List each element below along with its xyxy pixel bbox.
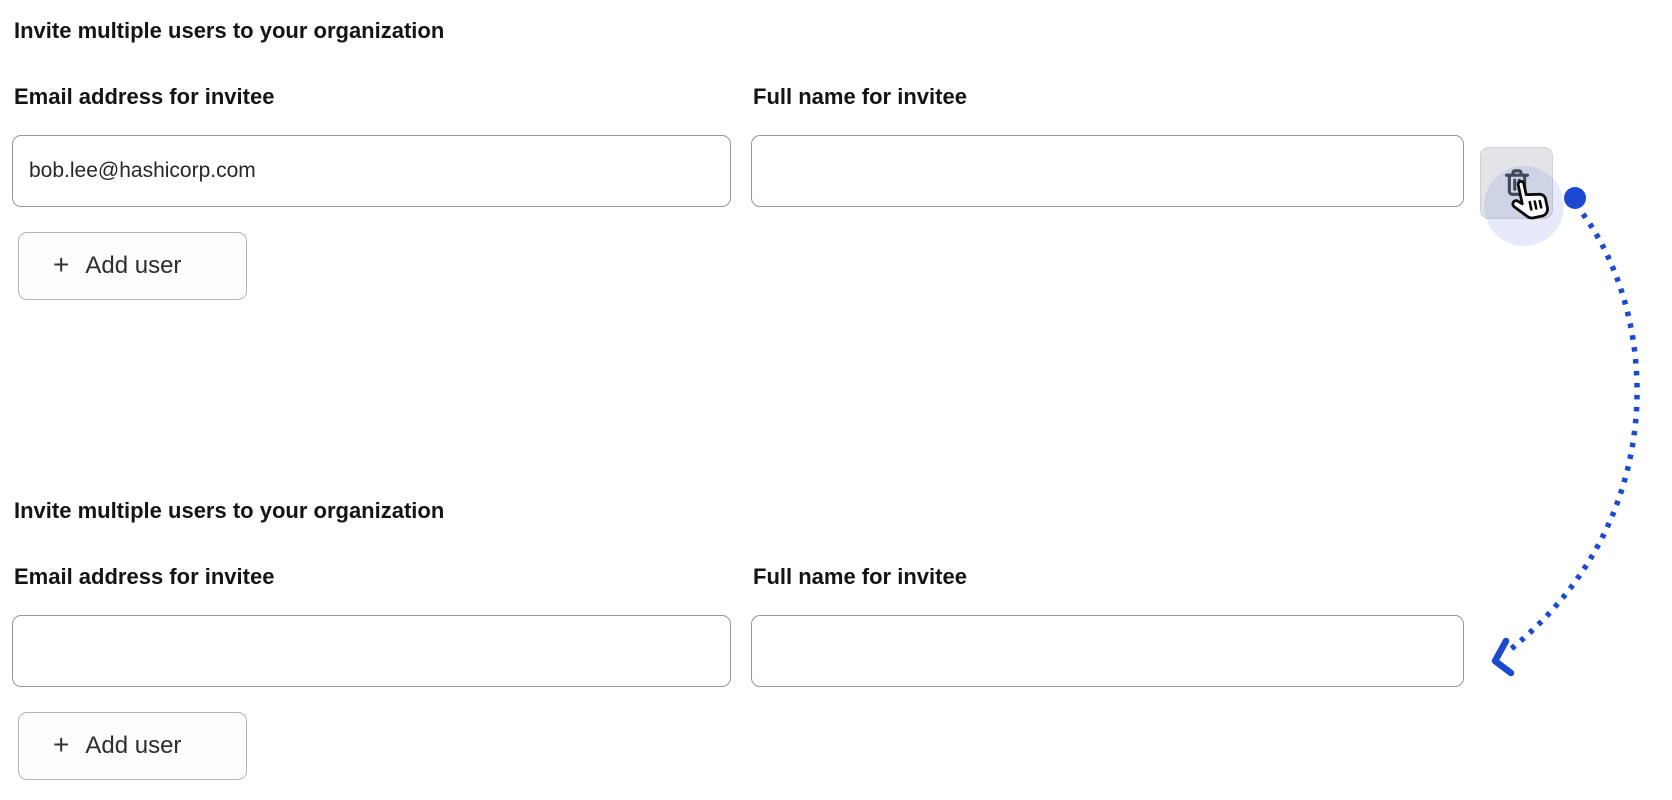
- trash-icon: [1504, 169, 1529, 196]
- email-field-group: Email address for invitee: [12, 564, 731, 687]
- fullname-field-label: Full name for invitee: [753, 564, 967, 589]
- invitee-fields-row: Email address for invitee Full name for …: [12, 84, 1572, 219]
- add-user-button[interactable]: + Add user: [18, 712, 247, 780]
- plus-icon: +: [53, 729, 70, 760]
- email-field-group: Email address for invitee: [12, 84, 731, 207]
- add-user-button-label: Add user: [85, 252, 182, 279]
- plus-icon: +: [53, 249, 70, 280]
- invitee-fields-row: Email address for invitee Full name for …: [12, 564, 1572, 687]
- add-user-button-label: Add user: [85, 732, 182, 759]
- email-input[interactable]: [12, 135, 731, 207]
- email-field-label: Email address for invitee: [14, 564, 275, 589]
- fullname-field-group: Full name for invitee: [751, 564, 1464, 687]
- fullname-input[interactable]: [751, 615, 1464, 687]
- fullname-input[interactable]: [751, 135, 1464, 207]
- delete-user-button[interactable]: [1480, 147, 1553, 219]
- invite-form-section-1: Invite multiple users to your organizati…: [12, 16, 1572, 300]
- fullname-field-label: Full name for invitee: [753, 84, 967, 109]
- section-title: Invite multiple users to your organizati…: [14, 498, 445, 523]
- invite-form-section-2: Invite multiple users to your organizati…: [12, 496, 1572, 780]
- section-title: Invite multiple users to your organizati…: [14, 18, 445, 43]
- email-input[interactable]: [12, 615, 731, 687]
- email-field-label: Email address for invitee: [14, 84, 275, 109]
- fullname-field-group: Full name for invitee: [751, 84, 1464, 207]
- add-user-button[interactable]: + Add user: [18, 232, 247, 300]
